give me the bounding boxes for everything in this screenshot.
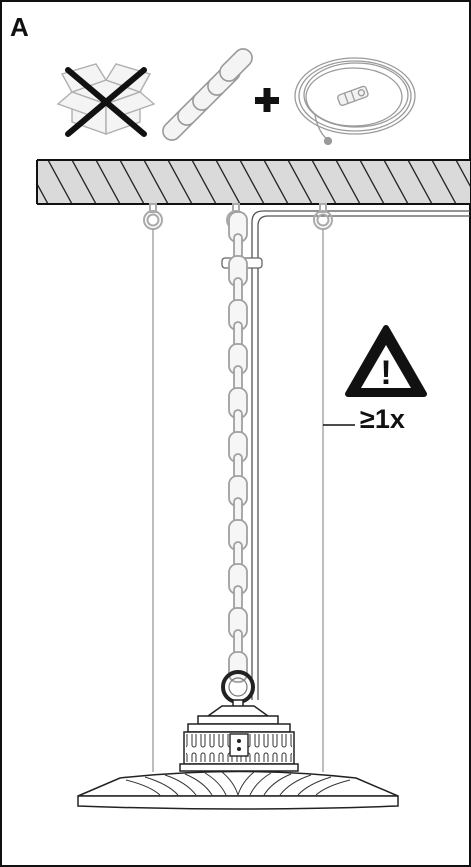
plus-icon (255, 88, 279, 112)
warning-exclamation: ! (380, 354, 391, 392)
safety-cable-kit-icon (294, 57, 416, 146)
crossed-out-box-icon (56, 63, 156, 137)
suspension-chain (228, 211, 248, 683)
chain-icon (162, 48, 253, 141)
ceiling-hook-left (143, 203, 163, 230)
ceiling (36, 159, 470, 205)
highbay-lamp (77, 670, 399, 810)
warning-triangle-icon: ! (345, 325, 427, 397)
minimum-safety-wire-count-label: ≥1x (360, 404, 405, 434)
step-letter: A (10, 12, 29, 42)
power-cable (251, 210, 470, 700)
